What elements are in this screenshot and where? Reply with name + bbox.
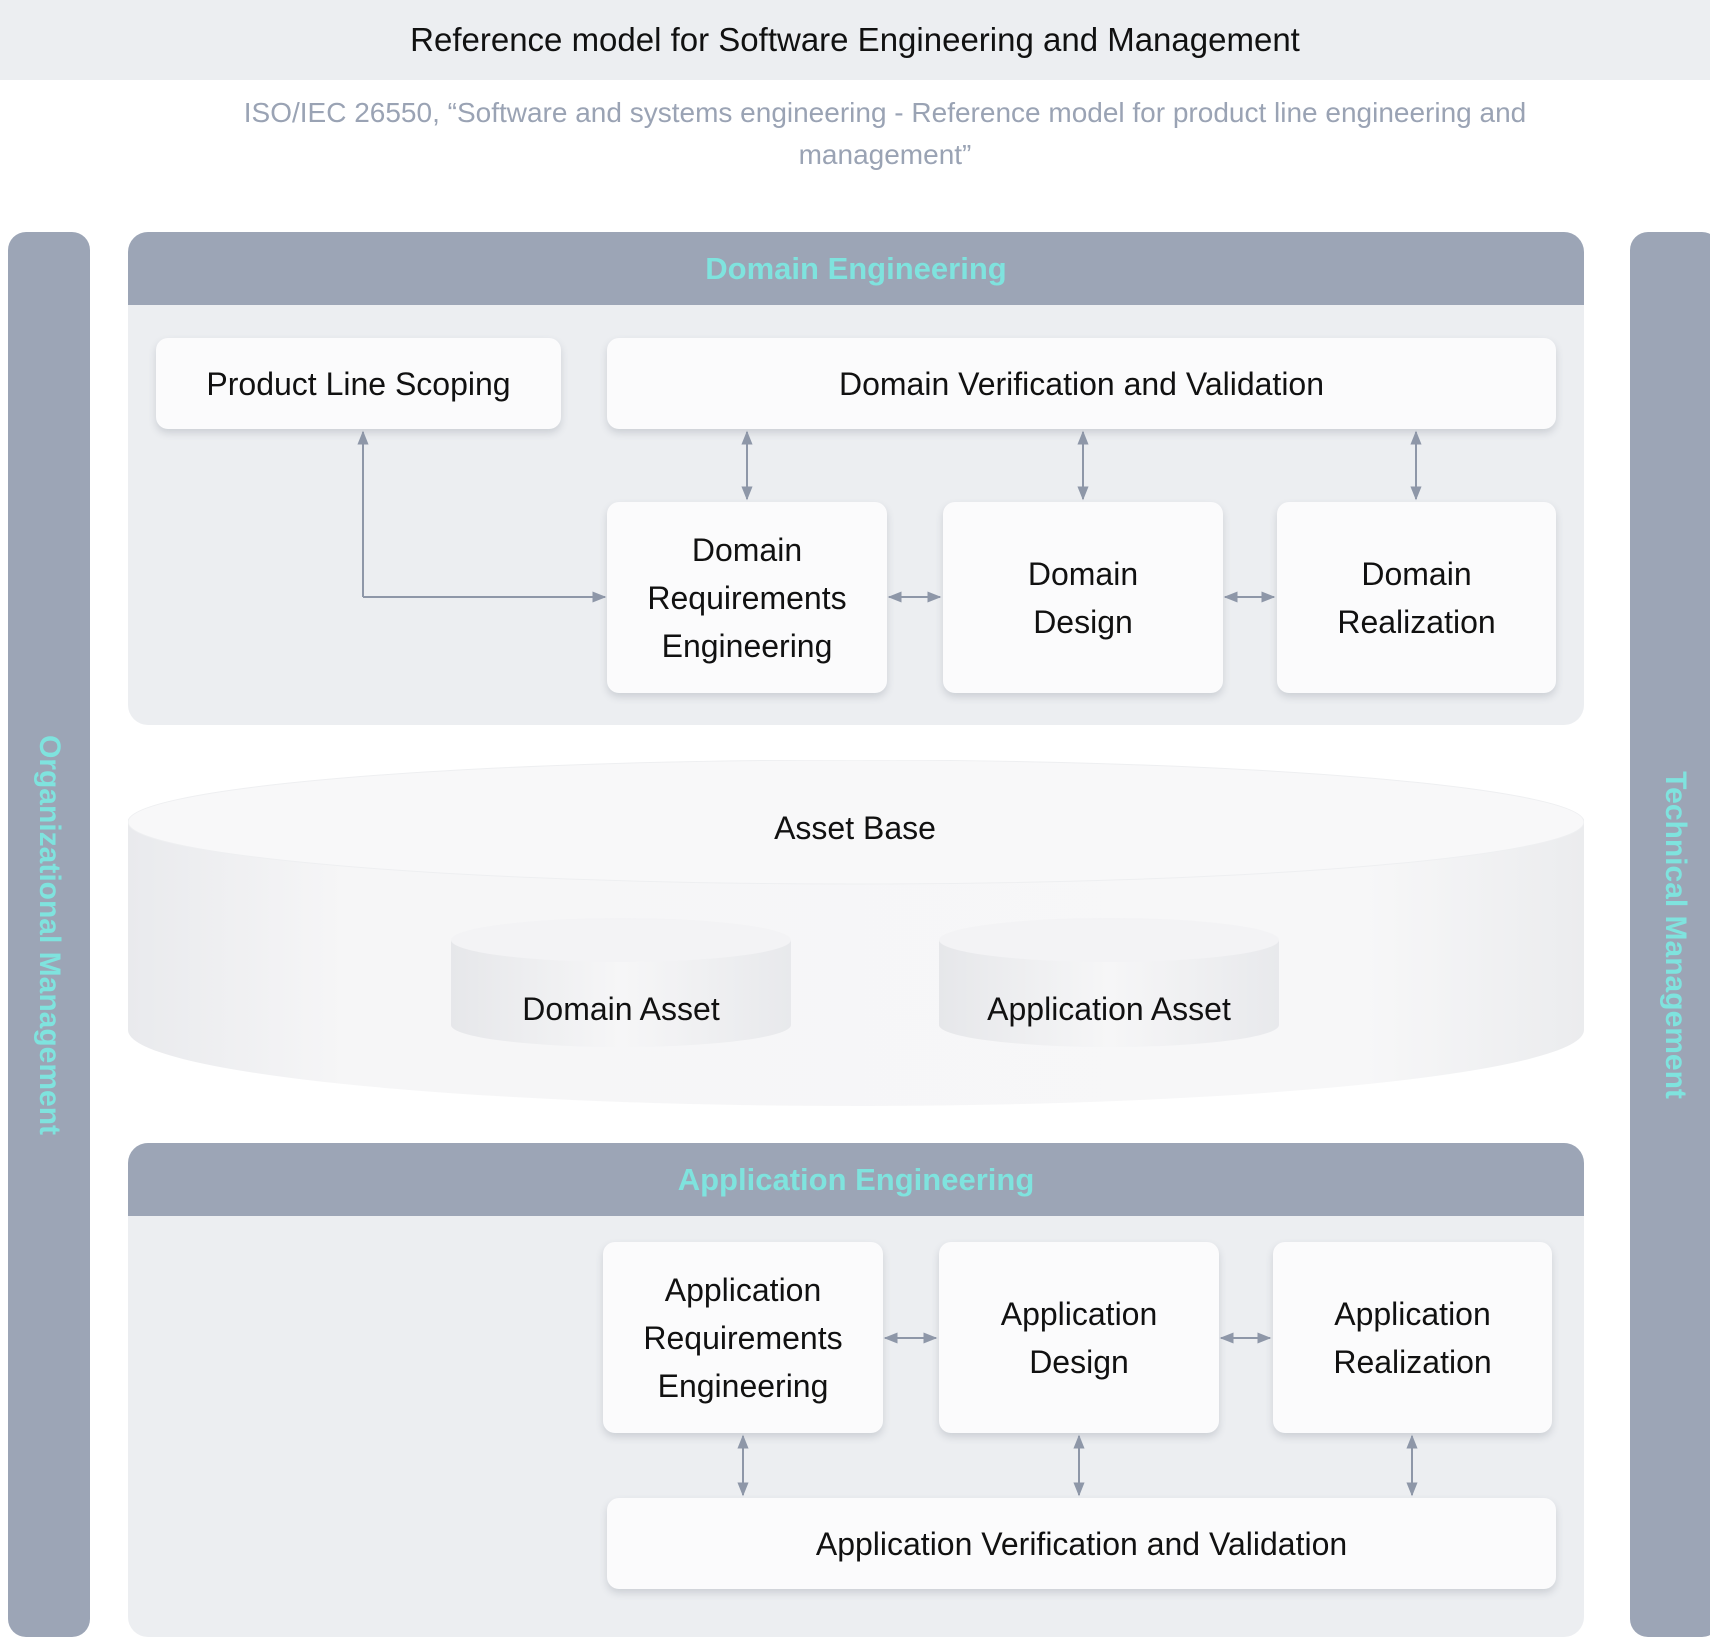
application-requirements-box: Application Requirements Engineering [603, 1242, 883, 1433]
application-vv-box: Application Verification and Validation [607, 1498, 1556, 1589]
app-design-line-2: Design [1029, 1343, 1129, 1380]
application-engineering-header: Application Engineering [128, 1143, 1584, 1216]
app-req-line-1: Application [664, 1271, 822, 1308]
app-realization-line-1: Application [1334, 1295, 1491, 1332]
application-realization-box: Application Realization [1273, 1242, 1552, 1433]
product-line-scoping-box: Product Line Scoping [156, 338, 561, 429]
product-line-scoping-label: Product Line Scoping [206, 365, 511, 402]
domain-asset-label: Domain Asset [522, 991, 720, 1027]
page-title: Reference model for Software Engineering… [0, 0, 1710, 80]
domain-vv-label: Domain Verification and Validation [838, 365, 1325, 402]
domain-engineering-header: Domain Engineering [128, 232, 1584, 305]
app-realization-line-2: Realization [1333, 1343, 1492, 1380]
app-req-line-2: Requirements [643, 1319, 843, 1356]
technical-management-bar: Technical Management [1630, 232, 1710, 1637]
domain-realization-box: Domain Realization [1277, 502, 1556, 693]
domain-vv-box: Domain Verification and Validation [607, 338, 1556, 429]
application-design-box: Application Design [939, 1242, 1219, 1433]
asset-base-cylinder [128, 760, 1584, 1106]
domain-req-line-2: Requirements [647, 579, 847, 616]
domain-req-line-3: Engineering [661, 627, 833, 664]
organizational-management-label: Organizational Management [33, 734, 66, 1135]
domain-realization-line-1: Domain [1361, 555, 1472, 592]
app-req-line-3: Engineering [657, 1367, 829, 1404]
page-subtitle: ISO/IEC 26550, “Software and systems eng… [243, 97, 1527, 170]
asset-base-label: Asset Base [774, 810, 936, 846]
domain-design-line-1: Domain [1027, 555, 1139, 592]
application-asset-label: Application Asset [987, 991, 1231, 1027]
app-design-line-1: Application [1000, 1295, 1158, 1332]
organizational-management-bar: Organizational Management [8, 232, 90, 1637]
domain-design-box: Domain Design [943, 502, 1223, 693]
domain-requirements-box: Domain Requirements Engineering [607, 502, 887, 693]
domain-design-line-2: Design [1033, 603, 1133, 640]
page-title-text: Reference model for Software Engineering… [410, 21, 1300, 58]
domain-realization-line-2: Realization [1337, 603, 1496, 640]
application-vv-label: Application Verification and Validation [815, 1525, 1348, 1562]
domain-req-line-1: Domain [691, 531, 803, 568]
